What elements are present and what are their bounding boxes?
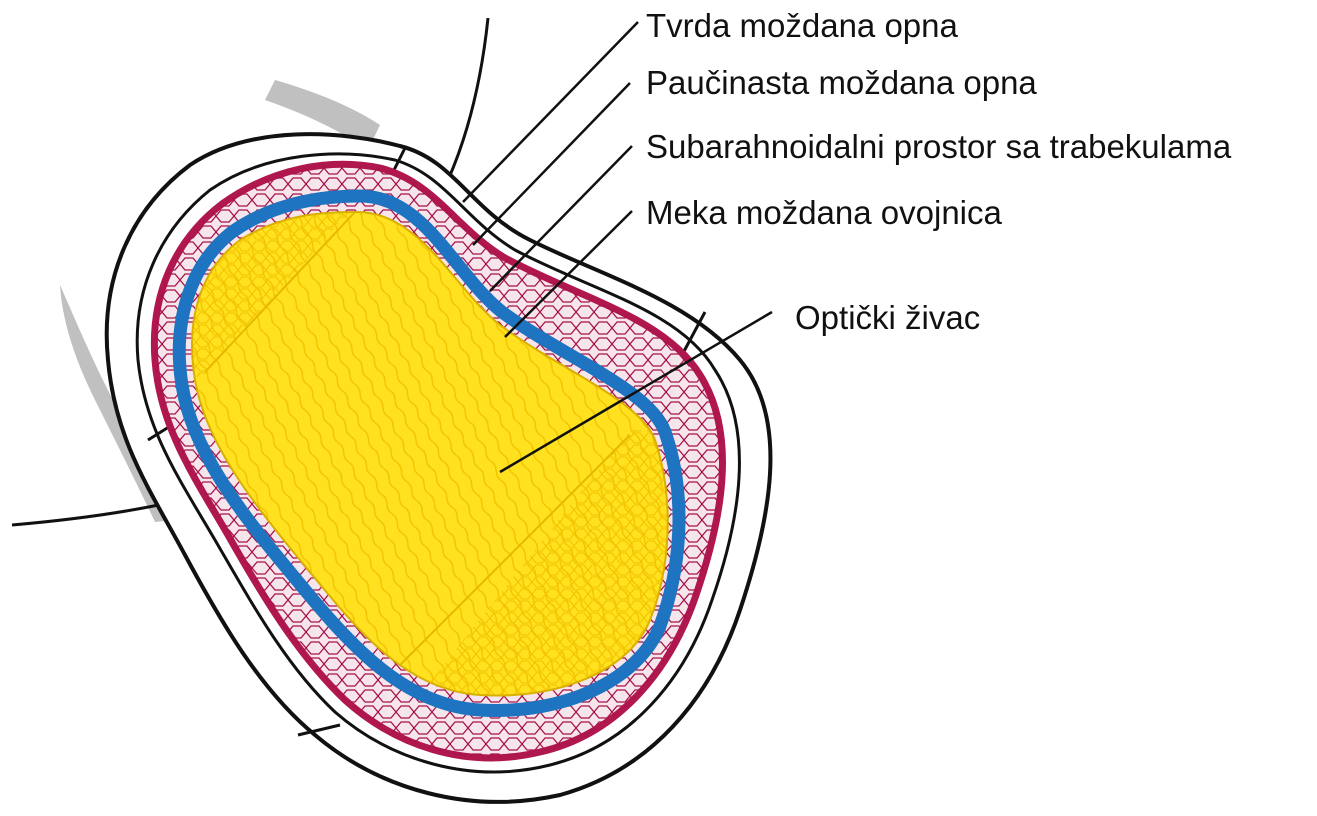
label-arachnoid-mater: Paučinasta moždana opna [646, 66, 1037, 99]
leader-line-dura [463, 22, 638, 202]
upper-vessel-curve [448, 18, 488, 180]
leader-line-arachnoid [473, 83, 630, 245]
label-subarachnoid-space: Subarahnoidalni prostor sa trabekulama [646, 130, 1231, 163]
label-pia-mater: Meka moždana ovojnica [646, 196, 1002, 229]
label-optic-nerve: Optički živac [795, 301, 980, 334]
label-dura-mater: Tvrda moždana opna [646, 9, 958, 42]
